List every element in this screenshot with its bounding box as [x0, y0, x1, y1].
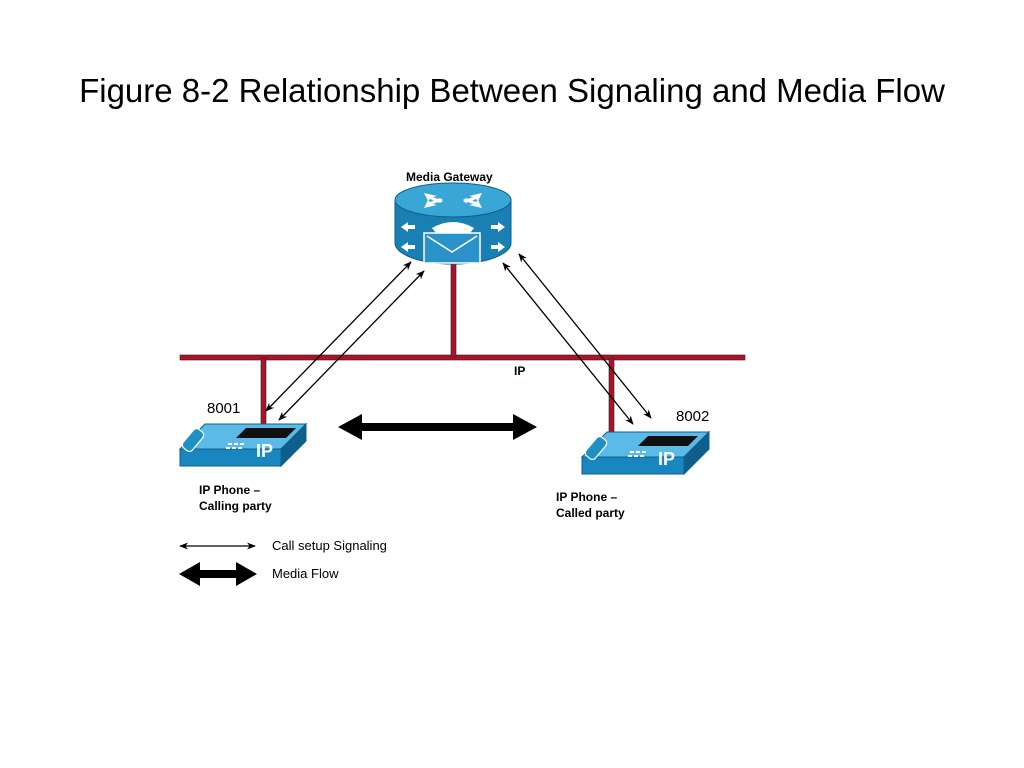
phone-left-extension: 8001	[207, 400, 241, 417]
media-gateway-router-icon	[394, 182, 512, 265]
media-gateway-label: Media Gateway	[406, 170, 493, 184]
legend-signaling-label: Call setup Signaling	[272, 538, 387, 553]
phone-left-ip-text: IP	[256, 441, 273, 461]
phone-left-caption-line2: Calling party	[199, 499, 272, 513]
ip-phone-right-icon	[580, 430, 711, 476]
signaling-arrow-right-inner	[502, 262, 634, 425]
phone-right-ip-text: IP	[658, 449, 675, 469]
signaling-arrow-left-inner	[278, 270, 425, 421]
phone-right-caption-line1: IP Phone –	[556, 490, 618, 504]
legend-media-flow-symbol	[179, 562, 257, 586]
figure-title: Figure 8-2 Relationship Between Signalin…	[79, 72, 945, 109]
ip-phone-left-icon	[178, 422, 308, 468]
phone-right-caption-line2: Called party	[556, 506, 625, 520]
phone-left-caption-line1: IP Phone –	[199, 483, 261, 497]
media-flow-arrow	[338, 414, 537, 440]
ip-network-label: IP	[514, 364, 526, 378]
phone-right-extension: 8002	[676, 408, 710, 425]
ip-network-bus	[179, 261, 746, 439]
signaling-arrow-left-outer	[265, 261, 412, 412]
legend-media-flow-label: Media Flow	[272, 566, 339, 581]
signaling-arrow-right-outer	[518, 253, 652, 419]
phone-right-caption: IP Phone – Called party	[556, 489, 625, 521]
phone-left-caption: IP Phone – Calling party	[199, 482, 272, 514]
